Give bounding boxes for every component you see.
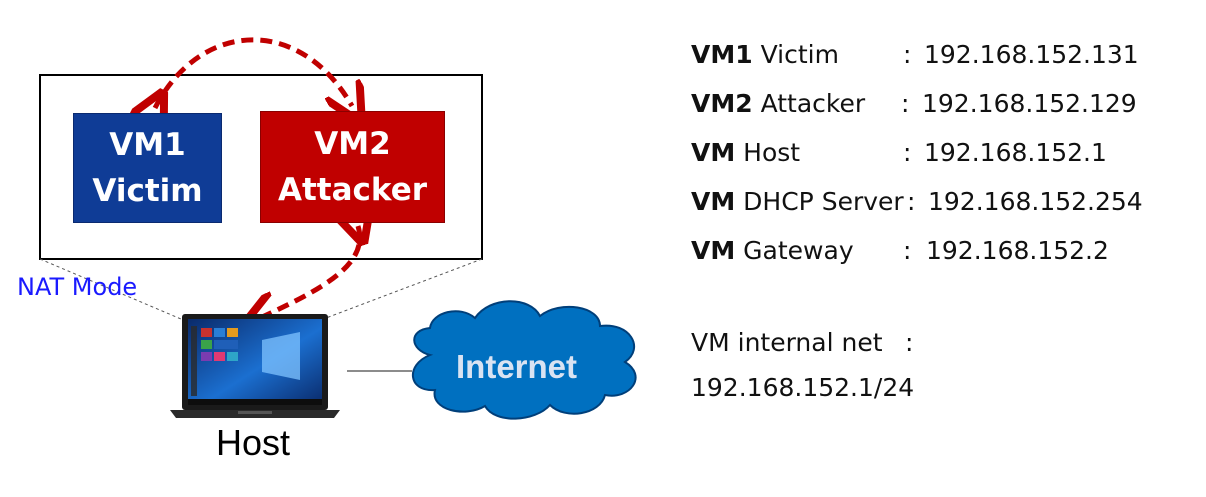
ip-row-separator: : (907, 187, 916, 216)
internal-net-value: 192.168.152.1/24 (691, 373, 915, 402)
vm1-role: Victim (92, 173, 203, 209)
internet-cloud-icon (412, 300, 637, 420)
ip-row-name: VM1 Victim (691, 40, 839, 69)
ip-row-name: VM2 Attacker (691, 89, 866, 118)
laptop-icon (170, 314, 340, 418)
ip-row-address: 192.168.152.1 (924, 138, 1107, 167)
ip-row-address: 192.168.152.254 (928, 187, 1143, 216)
vm1-victim-box: VM1 Victim (73, 113, 222, 223)
ip-row-address: 192.168.152.2 (926, 236, 1109, 265)
vm2-role: Attacker (277, 172, 428, 208)
ip-row-address: 192.168.152.129 (922, 89, 1137, 118)
vm2-title: VM2 (314, 126, 391, 162)
zoom-line-left (39, 258, 189, 323)
ip-row-host: VM Host : 192.168.152.1 (691, 138, 1171, 170)
ip-row-name: VM DHCP Server (691, 187, 904, 216)
internet-label: Internet (456, 348, 578, 385)
vm2-attacker-box: VM2 Attacker (260, 111, 445, 223)
ip-row-name: VM Host (691, 138, 801, 167)
nat-mode-label: NAT Mode (17, 273, 138, 301)
internal-net-row: VM internal net : (691, 328, 991, 360)
ip-row-vm2: VM2 Attacker : 192.168.152.129 (691, 89, 1171, 121)
ip-row-separator: : (901, 89, 910, 118)
ip-row-vm1: VM1 Victim : 192.168.152.131 (691, 40, 1171, 72)
ip-row-separator: : (903, 236, 912, 265)
vm1-vm2-arrow (155, 37, 352, 108)
ip-row-dhcp: VM DHCP Server : 192.168.152.254 (691, 187, 1171, 219)
ip-row-address: 192.168.152.131 (924, 40, 1139, 69)
ip-row-separator: : (903, 138, 912, 167)
internal-net-label: VM internal net (691, 328, 883, 357)
vm1-title: VM1 (109, 127, 186, 163)
ip-row-separator: : (903, 40, 912, 69)
vm2-host-arrow (260, 226, 360, 318)
ip-row-name: VM Gateway (691, 236, 854, 265)
host-label: Host (216, 422, 291, 463)
internal-net-separator: : (905, 328, 914, 357)
zoom-line-right (325, 258, 483, 319)
ip-row-gateway: VM Gateway : 192.168.152.2 (691, 236, 1171, 268)
